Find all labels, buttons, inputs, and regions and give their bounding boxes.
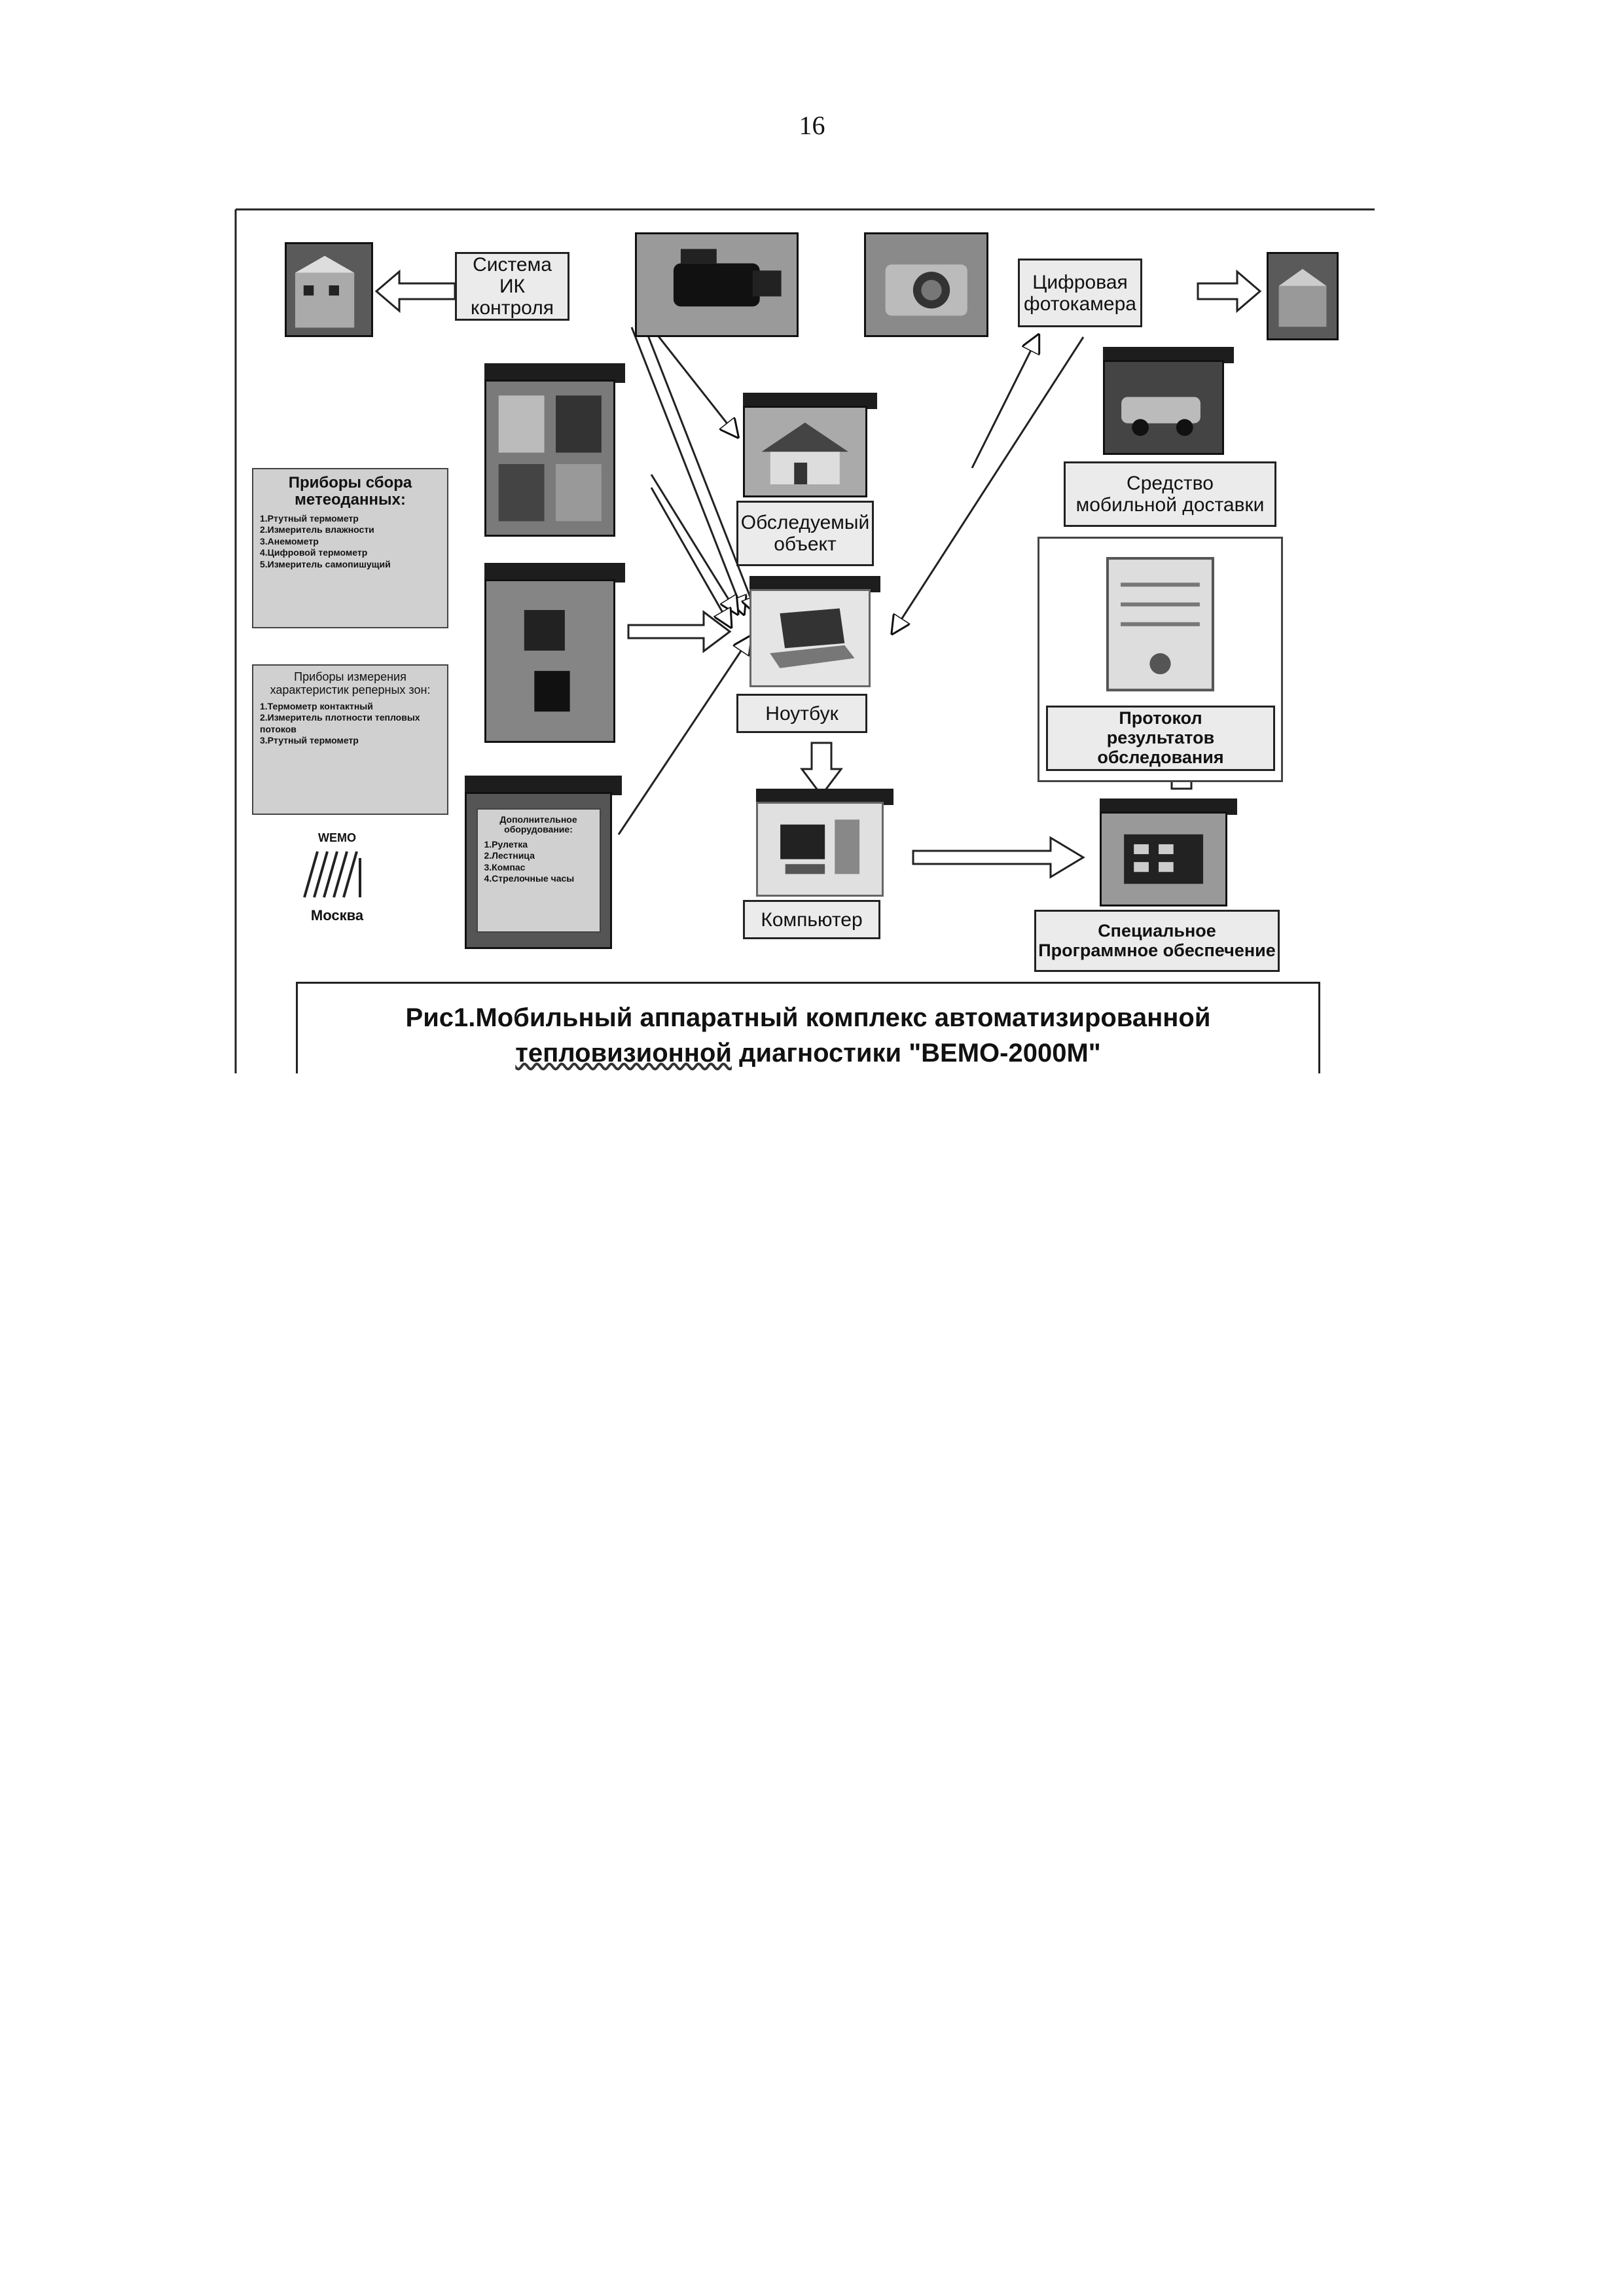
computer-label: Компьютер bbox=[743, 900, 880, 939]
arrow-ik-to-building bbox=[374, 269, 456, 314]
list-item: 2.Лестница bbox=[484, 850, 535, 861]
computer-icon bbox=[756, 802, 884, 897]
photo-camera-icon bbox=[864, 232, 988, 337]
list-item: 3.Компас bbox=[484, 861, 526, 872]
list-item: 3.Ртутный термометр bbox=[260, 735, 359, 746]
laptop-label: Ноутбук bbox=[736, 694, 867, 733]
list-item: 4.Цифровой термометр bbox=[260, 547, 368, 558]
survey-object-label: Обследуемый объект bbox=[736, 501, 874, 566]
extra-equipment-box: Дополнительное оборудование: 1.Рулетка 2… bbox=[465, 792, 612, 949]
document-icon bbox=[1106, 557, 1215, 692]
page-number: 16 bbox=[799, 111, 825, 140]
arrow-instruments-to-laptop bbox=[627, 610, 732, 653]
list-item: 1.Рулетка bbox=[484, 838, 528, 850]
zone-instruments-note: Приборы измерения характеристик реперных… bbox=[252, 664, 448, 815]
protocol-label: Протокол результатов обследования bbox=[1046, 706, 1275, 771]
wemo-logo: WEMO Москва bbox=[298, 831, 376, 924]
extra-equipment-note: Дополнительное оборудование: 1.Рулетка 2… bbox=[476, 808, 601, 933]
ik-system-label: Система ИК контроля bbox=[455, 252, 569, 321]
list-item: 4.Стрелочные часы bbox=[484, 873, 575, 884]
meteo-instruments-photo bbox=[484, 380, 615, 537]
figure-caption: Рис1.Мобильный аппаратный комплекс автом… bbox=[296, 982, 1320, 1073]
caption-line-1: Рис1.Мобильный аппаратный комплекс автом… bbox=[405, 1003, 1211, 1032]
arrow-laptop-to-computer bbox=[800, 742, 843, 797]
building-photo-icon bbox=[285, 242, 373, 337]
figure-diagram: Система ИК контроля Цифровая фотокамера … bbox=[232, 206, 1375, 1073]
arrow-camera-to-building bbox=[1197, 269, 1262, 314]
laptop-icon bbox=[749, 589, 871, 687]
arrow-computer-to-software bbox=[912, 836, 1085, 879]
meteo-instruments-note: Приборы сбора метеоданных: 1.Ртутный тер… bbox=[252, 468, 448, 628]
list-item: 1.Ртутный термометр bbox=[260, 512, 359, 524]
delivery-vehicle-icon bbox=[1103, 360, 1224, 455]
mobile-delivery-label: Средство мобильной доставки bbox=[1064, 461, 1276, 527]
zone-instruments-photo bbox=[484, 579, 615, 743]
software-screen-icon bbox=[1100, 812, 1227, 906]
list-item: 1.Термометр контактный bbox=[260, 700, 373, 711]
video-camera-icon bbox=[635, 232, 799, 337]
protocol-panel: Протокол результатов обследования bbox=[1038, 537, 1283, 782]
list-item: 3.Анемометр bbox=[260, 535, 319, 547]
list-item: 2.Измеритель плотности тепловых потоков bbox=[260, 712, 420, 734]
list-item: 5.Измеритель самопишущий bbox=[260, 558, 391, 569]
digital-camera-label: Цифровая фотокамера bbox=[1018, 259, 1142, 327]
list-item: 2.Измеритель влажности bbox=[260, 524, 374, 535]
house-photo-icon bbox=[743, 406, 867, 497]
caption-line-2: тепловизионной диагностики "ВЕМО-2000М" bbox=[515, 1039, 1101, 1067]
special-software-label: Специальное Программное обеспечение bbox=[1034, 910, 1280, 972]
building-photo-icon bbox=[1267, 252, 1339, 340]
